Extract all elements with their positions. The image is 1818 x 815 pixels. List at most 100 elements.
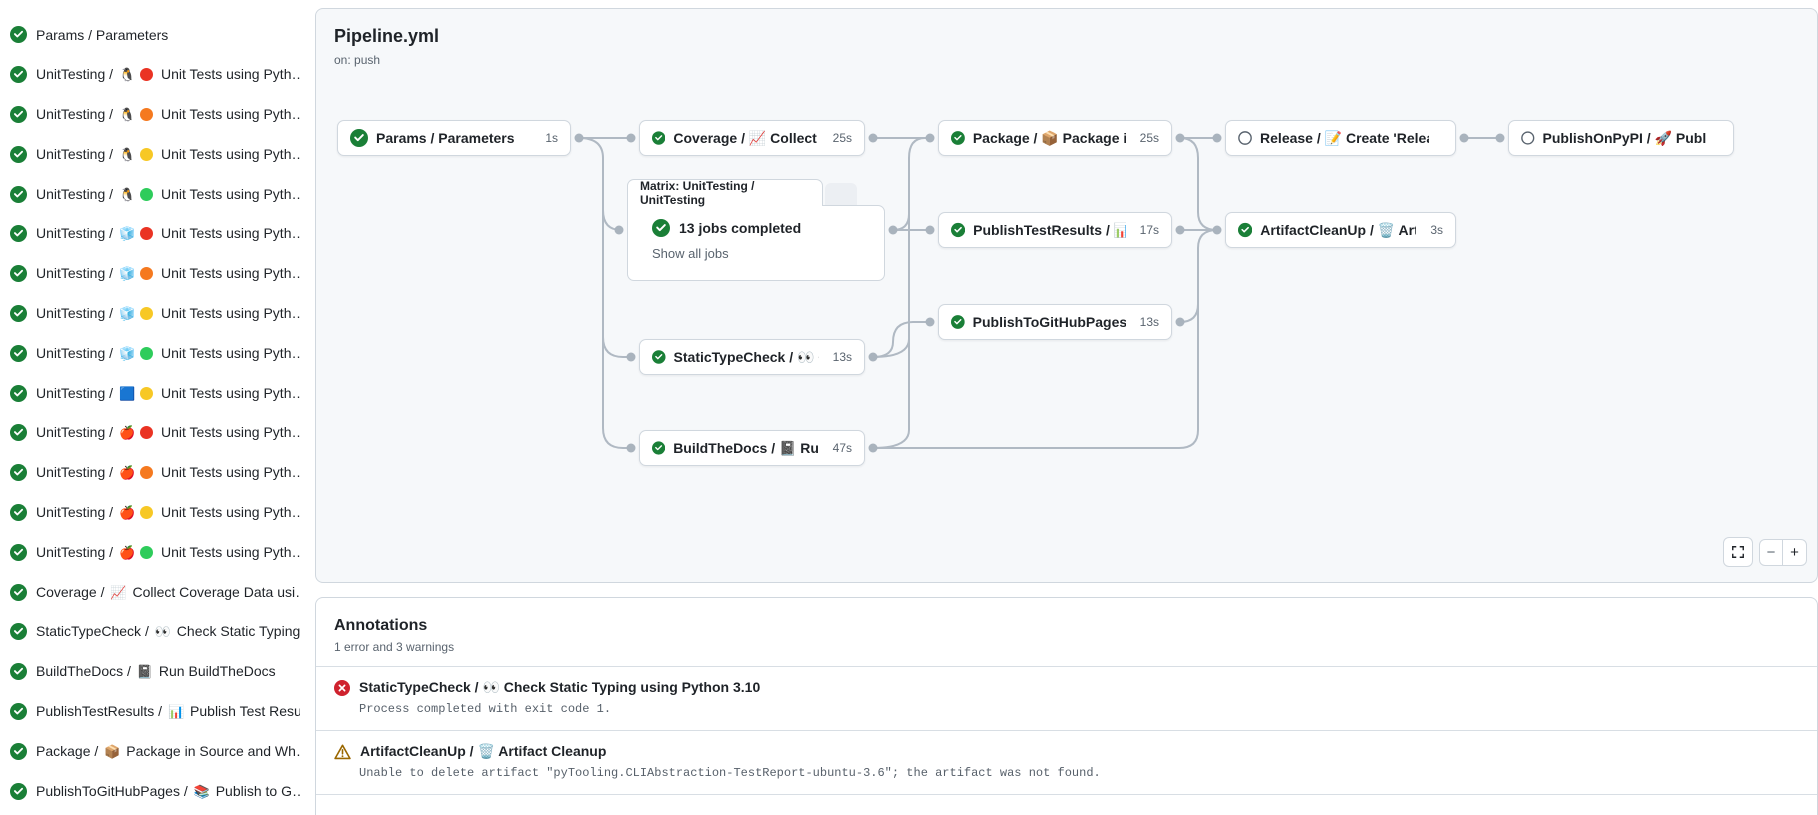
job-node-buildthedocs[interactable]: BuildTheDocs / 📓 Run Buil… 47s	[639, 430, 865, 466]
job-duration: 25s	[832, 131, 852, 145]
sidebar-job-item[interactable]: PublishTestResults / 📊 Publish Test Resu…	[0, 692, 300, 732]
sidebar-job-label: UnitTesting / 🧊 Unit Tests using Pyth…	[36, 344, 300, 361]
matrix-group-node[interactable]: 13 jobs completed Show all jobs	[627, 205, 885, 281]
job-duration: 13s	[832, 350, 852, 364]
annotation-job-link[interactable]: StaticTypeCheck / 👀 Check Static Typing …	[359, 679, 761, 695]
success-check-icon	[350, 129, 368, 147]
sidebar-job-item[interactable]: UnitTesting / 🧊 Unit Tests using Pyth…	[0, 254, 300, 294]
sidebar-job-item[interactable]: PublishToGitHubPages / 📚 Publish to G…	[0, 771, 300, 811]
success-check-icon	[951, 131, 965, 145]
dependency-edges	[574, 133, 1505, 453]
python-version-dot-icon	[140, 107, 154, 121]
matrix-jobs-summary: 13 jobs completed	[679, 220, 802, 236]
job-node-label: Params / Parameters	[376, 130, 515, 146]
zoom-control: − +	[1759, 539, 1807, 566]
show-all-jobs-link[interactable]: Show all jobs	[652, 246, 729, 261]
sidebar-job-item[interactable]: UnitTesting / 🍎 Unit Tests using Pyth…	[0, 453, 300, 493]
annotation-job-link[interactable]: ArtifactCleanUp / 🗑️ Artifact Cleanup	[360, 743, 607, 759]
success-check-icon	[652, 219, 670, 237]
sidebar-job-item[interactable]: UnitTesting / 🍎 Unit Tests using Pyth…	[0, 532, 300, 572]
success-check-icon	[10, 543, 27, 561]
annotation-message: Process completed with exit code 1.	[359, 702, 612, 716]
linux-penguin-icon: 🐧	[118, 186, 136, 202]
sidebar-job-item[interactable]: UnitTesting / 🍎 Unit Tests using Pyth…	[0, 413, 300, 453]
job-node-publishtestresults[interactable]: PublishTestResults / 📊 Pu… 17s	[938, 212, 1172, 248]
error-icon	[334, 679, 350, 696]
success-check-icon	[10, 344, 27, 362]
python-version-dot-icon	[140, 267, 154, 281]
success-check-icon	[10, 225, 27, 243]
apple-icon: 🍎	[118, 465, 136, 481]
job-node-publishtogithubpages[interactable]: PublishToGitHubPages / 📚 … 13s	[938, 304, 1172, 340]
sidebar-job-label: UnitTesting / 🧊 Unit Tests using Pyth…	[36, 225, 300, 242]
sidebar-job-label: UnitTesting / 🍎 Unit Tests using Pyth…	[36, 543, 300, 560]
sidebar-job-item[interactable]: Params / Parameters	[0, 15, 300, 55]
books-icon: 📚	[193, 783, 210, 799]
apple-icon: 🍎	[118, 425, 136, 441]
sidebar-job-item[interactable]: UnitTesting / 🧊 Unit Tests using Pyth…	[0, 333, 300, 373]
job-node-label: PublishToGitHubPages / 📚 …	[972, 313, 1126, 330]
job-duration: 17s	[1139, 223, 1159, 237]
annotations-divider	[316, 794, 1817, 795]
sidebar-job-item[interactable]: UnitTesting / 🐧 Unit Tests using Pyth…	[0, 55, 300, 95]
sidebar-job-label: UnitTesting / 🍎 Unit Tests using Pyth…	[36, 503, 300, 520]
zoom-out-button[interactable]: −	[1760, 540, 1784, 565]
python-version-dot-icon	[140, 466, 154, 480]
sidebar-job-label: UnitTesting / 🧊 Unit Tests using Pyth…	[36, 265, 300, 282]
job-node-params[interactable]: Params / Parameters 1s	[337, 120, 571, 156]
sidebar-job-item[interactable]: UnitTesting / 🟦 Unit Tests using Pyth…	[0, 373, 300, 413]
job-node-package[interactable]: Package / 📦 Package in So… 25s	[938, 120, 1172, 156]
python-version-dot-icon	[140, 346, 154, 360]
job-node-statictypecheck[interactable]: StaticTypeCheck / 👀 Chec… 13s	[639, 339, 865, 375]
success-check-icon	[10, 702, 27, 720]
sidebar-job-label: UnitTesting / 🐧 Unit Tests using Pyth…	[36, 185, 300, 202]
sidebar-job-item[interactable]: UnitTesting / 🍎 Unit Tests using Pyth…	[0, 493, 300, 533]
success-check-icon	[10, 782, 27, 800]
success-check-icon	[10, 424, 27, 442]
job-node-label: Coverage / 📈 Collect Cove…	[673, 129, 818, 146]
success-check-icon	[1238, 222, 1253, 238]
annotation-message: Unable to delete artifact "pyTooling.CLI…	[359, 766, 1101, 780]
sidebar-job-item[interactable]: UnitTesting / 🐧 Unit Tests using Pyth…	[0, 174, 300, 214]
sidebar-job-item[interactable]: Coverage / 📈 Collect Coverage Data usi…	[0, 572, 300, 612]
sidebar-job-item[interactable]: UnitTesting / 🧊 Unit Tests using Pyth…	[0, 214, 300, 254]
success-check-icon	[10, 742, 27, 760]
sidebar-job-label: UnitTesting / 🐧 Unit Tests using Pyth…	[36, 105, 300, 122]
python-version-dot-icon	[140, 147, 154, 161]
annotation-item: StaticTypeCheck / 👀 Check Static Typing …	[316, 666, 1817, 730]
fullscreen-button[interactable]	[1723, 537, 1753, 567]
zoom-in-button[interactable]: +	[1783, 540, 1806, 565]
ice-cube-icon: 🧊	[118, 345, 136, 361]
success-check-icon	[10, 663, 27, 681]
sidebar-job-label: PublishToGitHubPages / 📚 Publish to G…	[36, 782, 300, 799]
matrix-ghost-tab	[825, 183, 857, 205]
python-version-dot-icon	[140, 386, 154, 400]
job-node-label: PublishOnPyPI / 🚀 Publish to …	[1542, 129, 1707, 146]
success-check-icon	[951, 222, 966, 238]
job-node-publishonpypi[interactable]: PublishOnPyPI / 🚀 Publish to …	[1508, 120, 1734, 156]
sidebar-job-item[interactable]: UnitTesting / 🧊 Unit Tests using Pyth…	[0, 294, 300, 334]
sidebar-job-item[interactable]: BuildTheDocs / 📓 Run BuildTheDocs	[0, 652, 300, 692]
success-check-icon	[10, 66, 27, 84]
job-node-label: ArtifactCleanUp / 🗑️ Artifac…	[1260, 221, 1416, 238]
sidebar-job-label: Package / 📦 Package in Source and Wh…	[36, 742, 300, 759]
job-node-label: BuildTheDocs / 📓 Run Buil…	[673, 439, 819, 456]
sidebar-job-item[interactable]: UnitTesting / 🐧 Unit Tests using Pyth…	[0, 134, 300, 174]
apple-icon: 🍎	[118, 544, 136, 560]
job-node-coverage[interactable]: Coverage / 📈 Collect Cove… 25s	[639, 120, 865, 156]
sidebar-job-label: Coverage / 📈 Collect Coverage Data usi…	[36, 583, 300, 600]
success-check-icon	[10, 583, 27, 601]
success-check-icon	[10, 503, 27, 521]
warning-icon	[334, 744, 351, 759]
sidebar-job-item[interactable]: StaticTypeCheck / 👀 Check Static Typing…	[0, 612, 300, 652]
success-check-icon	[10, 464, 27, 482]
annotation-item: ArtifactCleanUp / 🗑️ Artifact Cleanup Un…	[316, 730, 1817, 794]
sidebar-job-item[interactable]: Package / 📦 Package in Source and Wh…	[0, 731, 300, 771]
success-check-icon	[652, 350, 666, 364]
job-node-artifactcleanup[interactable]: ArtifactCleanUp / 🗑️ Artifac… 3s	[1225, 212, 1456, 248]
notebook-icon: 📓	[136, 664, 154, 680]
sidebar-job-item[interactable]: UnitTesting / 🐧 Unit Tests using Pyth…	[0, 95, 300, 135]
linux-penguin-icon: 🐧	[118, 106, 136, 122]
job-node-release[interactable]: Release / 📝 Create 'Release P…	[1225, 120, 1456, 156]
